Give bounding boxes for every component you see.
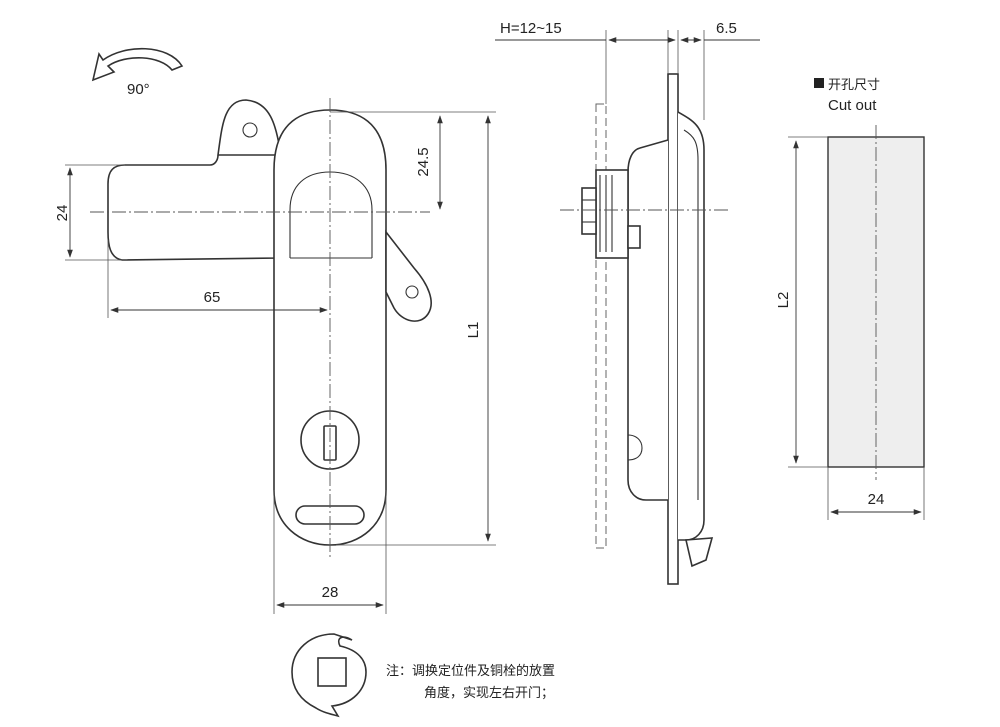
dim-flange: 6.5 — [716, 20, 737, 37]
dim-handle-height: 24 — [54, 205, 71, 222]
cutout-title-en: Cut out — [828, 97, 877, 114]
pivot-hole-side — [405, 285, 419, 299]
side-view: H=12~15 6.5 — [495, 20, 760, 585]
dim-width: 28 — [322, 584, 339, 601]
front-view: 90° 24 65 24.5 — [54, 47, 496, 614]
dim-handle-length: 65 — [204, 289, 221, 306]
door-panel — [595, 103, 607, 549]
dim-cutout-width: 24 — [868, 491, 885, 508]
side-body — [677, 111, 705, 541]
positioning-part — [291, 633, 367, 718]
handle-lever — [107, 99, 300, 261]
stop-block — [627, 225, 641, 249]
latch-tab — [685, 537, 714, 568]
cutout-title-cn: 开孔尺寸 — [828, 78, 880, 93]
shaft-nut — [581, 187, 597, 235]
dim-top-offset: 24.5 — [415, 147, 432, 176]
dim-length: L1 — [465, 322, 482, 339]
dim-cutout-length: L2 — [775, 292, 792, 309]
pivot-hole-top — [242, 122, 258, 138]
rotation-label: 90° — [127, 81, 150, 98]
side-body-inner — [683, 129, 699, 500]
cutout-square-icon — [814, 78, 824, 88]
dim-panel-range: H=12~15 — [500, 20, 562, 37]
rotation-arrow-icon — [91, 47, 184, 82]
note-line-2: 角度，实现左右开门； — [424, 685, 554, 701]
cutout-view: 开孔尺寸 Cut out L2 24 — [775, 78, 925, 520]
note-line-1: 注：调换定位件及铜栓的放置 — [386, 663, 555, 679]
side-housing-notch — [627, 434, 643, 461]
flange-plate — [667, 73, 679, 585]
side-housing — [627, 139, 669, 501]
latch-lug — [385, 229, 432, 322]
square-hole — [317, 657, 347, 687]
